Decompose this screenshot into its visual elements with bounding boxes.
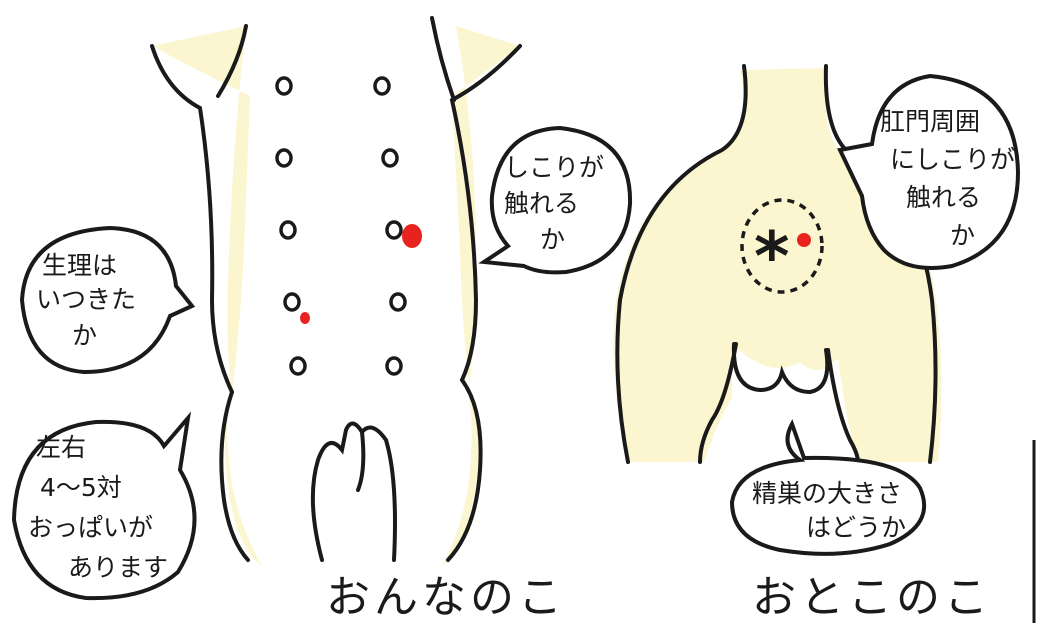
female-leg-right <box>446 378 483 562</box>
bubble-testes-line-1: 精巣の大きさ <box>752 479 902 508</box>
bubble-testes-outline <box>729 419 927 556</box>
female-torso-outline-left <box>150 44 234 394</box>
bubble-anus-line-3: 触れる <box>906 183 981 212</box>
female-caption: おんなのこ <box>326 572 566 623</box>
bubble-lump-line-3: か <box>540 225 565 254</box>
male-caption: おとこのこ <box>752 572 992 623</box>
nipple-left-5 <box>289 356 307 376</box>
bubble-nipples-line-3: おっぱいが <box>28 513 153 542</box>
bubble-nipples-line-2: 4～5対 <box>40 473 122 502</box>
bubble-period-line-3: か <box>72 321 97 350</box>
bubble-anus-line-1: 肛門周囲 <box>880 107 980 136</box>
nipples-group <box>275 76 407 376</box>
bubble-testes: 精巣の大きさ はどうか <box>729 419 927 556</box>
female-shoulder-right <box>430 16 456 102</box>
bubble-lump-outline <box>478 125 633 275</box>
female-figure <box>150 16 522 566</box>
bubble-period-line-1: 生理は <box>42 251 117 280</box>
bubble-lump-line-1: しこりが <box>504 153 604 182</box>
bubble-nipples: 左右 4～5対 おっぱいが あります <box>11 411 197 601</box>
nipple-left-1 <box>275 76 293 96</box>
male-inner-leg-left <box>698 342 738 464</box>
lump-mark-chest <box>402 224 422 248</box>
bubble-period: 生理は いつきた か <box>19 225 196 375</box>
anus-symbol: * <box>754 218 790 297</box>
lump-mark-perianal <box>797 233 811 247</box>
female-genital-area <box>310 421 397 562</box>
female-torso-outline-right <box>449 44 522 382</box>
bubble-nipples-line-1: 左右 <box>36 433 86 462</box>
bubble-anus-outline <box>837 73 1021 270</box>
male-torso-outline-left <box>615 64 748 464</box>
male-inner-leg-right <box>826 348 860 464</box>
nipple-right-2 <box>381 148 399 168</box>
female-leg-left <box>219 390 250 562</box>
bubble-anus: 肛門周囲 にしこりが 触れる か <box>837 73 1021 270</box>
nipple-right-5 <box>385 356 403 376</box>
male-testes-outline <box>731 342 830 395</box>
bubble-anus-line-2: にしこりが <box>890 145 1015 174</box>
female-shoulder-left <box>216 24 248 98</box>
lump-mark-lower <box>300 312 310 324</box>
nipple-left-2 <box>275 148 293 168</box>
nipple-left-4 <box>283 292 301 312</box>
bubble-nipples-outline <box>11 411 197 601</box>
female-body <box>152 26 520 566</box>
bubble-testes-line-2: はどうか <box>806 513 906 542</box>
bubble-lump: しこりが 触れる か <box>478 125 633 275</box>
nipple-left-3 <box>279 220 297 240</box>
bubble-anus-line-4: か <box>950 221 975 250</box>
nipple-right-3 <box>385 220 403 240</box>
perianal-dashed-circle <box>740 198 824 294</box>
bubble-lump-line-2: 触れる <box>504 189 579 218</box>
nipple-right-1 <box>373 76 391 96</box>
bubble-period-line-2: いつきた <box>36 285 136 314</box>
bubble-nipples-line-4: あります <box>68 553 168 582</box>
bubble-period-outline <box>19 225 196 375</box>
nipple-right-4 <box>389 292 407 312</box>
